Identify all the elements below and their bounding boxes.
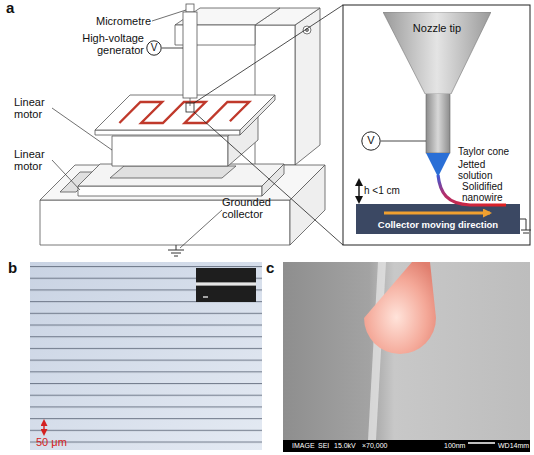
dimension: h <1 cm xyxy=(364,185,400,197)
sem-info: 15.0kV xyxy=(334,442,356,450)
part-name: Solidified nanowire xyxy=(462,181,522,203)
sem-info: IMAGE xyxy=(292,442,315,450)
part-name: Linear motor xyxy=(14,148,52,172)
rect-fill xyxy=(356,204,520,234)
part-name: Micrometre xyxy=(96,15,151,27)
voltage-source: V xyxy=(146,40,162,56)
nozzle-tip: Nozzle tip xyxy=(383,12,491,94)
part-name: Grounded collector xyxy=(222,196,284,220)
sem-info: SEI xyxy=(318,442,329,450)
sem-info: WD14mm xyxy=(498,442,529,450)
scale-label: 50 μm xyxy=(36,436,67,448)
node-label: V xyxy=(151,42,158,53)
trapezoid-fill xyxy=(383,12,491,94)
voltage-source: V xyxy=(361,131,381,151)
circle-fill xyxy=(147,41,161,55)
part-name: High-voltage generator xyxy=(70,32,144,56)
panel-letter: a xyxy=(6,2,14,14)
scale-label: 100nm xyxy=(444,442,465,450)
node-label: V xyxy=(367,134,374,146)
collector-plate: Collector moving direction xyxy=(356,204,520,234)
part-name: Jetted solution xyxy=(458,159,508,181)
part-name: Linear motor xyxy=(14,96,52,120)
part-name: Taylor cone xyxy=(458,146,509,157)
circle-fill xyxy=(362,132,380,150)
panel-letter: c xyxy=(266,262,274,274)
sem-info: ×70,000 xyxy=(362,442,388,450)
node-label: Collector moving direction xyxy=(378,220,498,230)
panel-letter: b xyxy=(8,262,17,274)
node-label: Nozzle tip xyxy=(413,22,461,34)
